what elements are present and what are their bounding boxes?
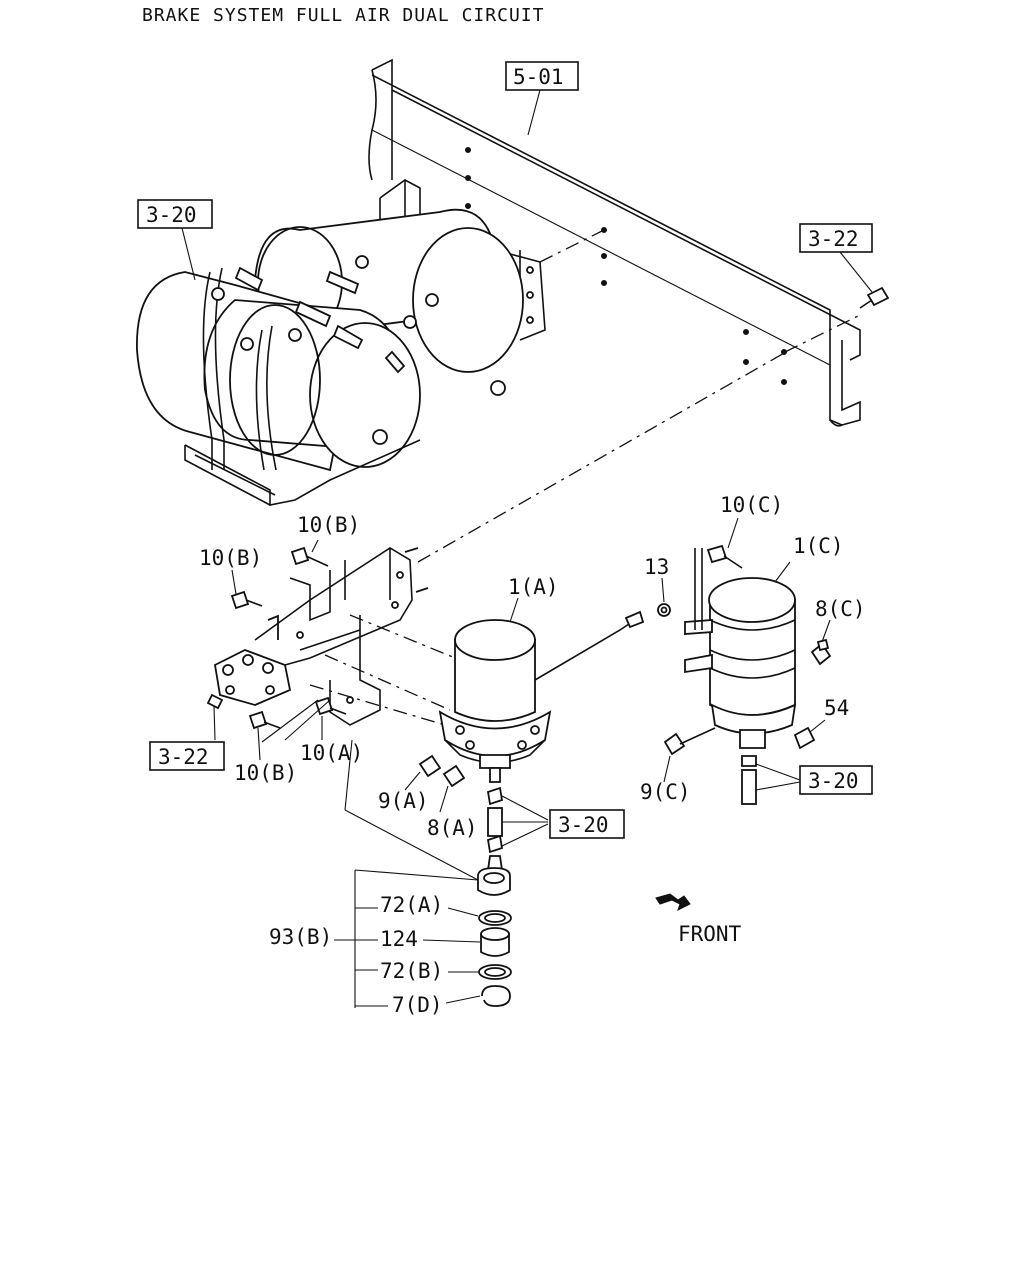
valve-assembly-left <box>206 649 292 710</box>
label-54: 54 <box>824 696 849 720</box>
front-arrow-icon <box>655 893 691 911</box>
label-8a: 8(A) <box>427 816 478 840</box>
tank-cradle <box>184 439 421 506</box>
ref-box-3-22-left[interactable]: 3-22 <box>149 741 225 771</box>
air-dryer-1c <box>684 548 797 749</box>
svg-text:3-20: 3-20 <box>146 203 197 227</box>
label-93b: 93(B) <box>269 925 332 949</box>
ref-box-5-01[interactable]: 5-01 <box>505 61 579 91</box>
label-1a: 1(A) <box>508 575 559 599</box>
fitting-9c <box>663 727 716 756</box>
label-1c: 1(C) <box>793 534 844 558</box>
svg-text:3-20: 3-20 <box>808 769 859 793</box>
fitting-9a <box>418 754 442 778</box>
fitting-8c <box>810 638 832 666</box>
svg-text:3-22: 3-22 <box>158 745 209 769</box>
ref-box-3-20-right[interactable]: 3-20 <box>799 765 873 795</box>
bolt-10b-bottom <box>248 710 281 730</box>
svg-text:3-22: 3-22 <box>808 227 859 251</box>
air-dryer-1a <box>438 610 645 783</box>
label-10b-left: 10(B) <box>199 546 262 570</box>
fitting-54 <box>793 726 816 750</box>
front-label: FRONT <box>678 922 742 946</box>
bolt-10a <box>314 696 347 716</box>
o-ring-72a <box>478 910 512 926</box>
label-8c: 8(C) <box>815 597 866 621</box>
tank-straps <box>202 267 277 471</box>
bolt-10c <box>706 544 743 569</box>
fitting-column <box>486 786 504 871</box>
fitting-8a <box>442 764 466 788</box>
kit-bracket-93b <box>334 869 481 1008</box>
diagram-title: BRAKE SYSTEM FULL AIR DUAL CIRCUIT <box>142 5 544 26</box>
label-13: 13 <box>644 555 669 579</box>
filter-124 <box>480 927 510 957</box>
o-ring-72b <box>478 964 512 980</box>
fitting-column-right <box>741 755 757 805</box>
label-10b-bottom: 10(B) <box>234 761 297 785</box>
svg-text:5-01: 5-01 <box>513 65 564 89</box>
label-72b: 72(B) <box>380 959 443 983</box>
tank-fittings <box>211 255 506 445</box>
bolt-10b-left <box>230 590 263 610</box>
label-7d: 7(D) <box>392 993 443 1017</box>
drain-valve <box>477 867 511 896</box>
svg-text:3-20: 3-20 <box>558 813 609 837</box>
label-10c: 10(C) <box>720 493 783 517</box>
dryer-bracket <box>254 547 413 726</box>
nut-13 <box>657 603 671 617</box>
label-124: 124 <box>380 927 418 951</box>
ref-box-3-20-tanks[interactable]: 3-20 <box>137 199 213 229</box>
snap-ring-7d <box>481 985 511 1007</box>
ref-box-3-20-dryer[interactable]: 3-20 <box>549 809 625 839</box>
air-tank-front <box>136 271 421 472</box>
label-10a: 10(A) <box>300 741 363 765</box>
label-10b-top: 10(B) <box>297 513 360 537</box>
label-72a: 72(A) <box>380 893 443 917</box>
ref-box-3-22-right[interactable]: 3-22 <box>799 223 873 253</box>
bracket-studs <box>267 547 429 640</box>
label-9a: 9(A) <box>378 789 429 813</box>
bolt-frame-right <box>859 286 890 309</box>
bolt-10b-top <box>290 546 329 567</box>
frame-rail <box>368 58 861 427</box>
label-9c: 9(C) <box>640 780 691 804</box>
